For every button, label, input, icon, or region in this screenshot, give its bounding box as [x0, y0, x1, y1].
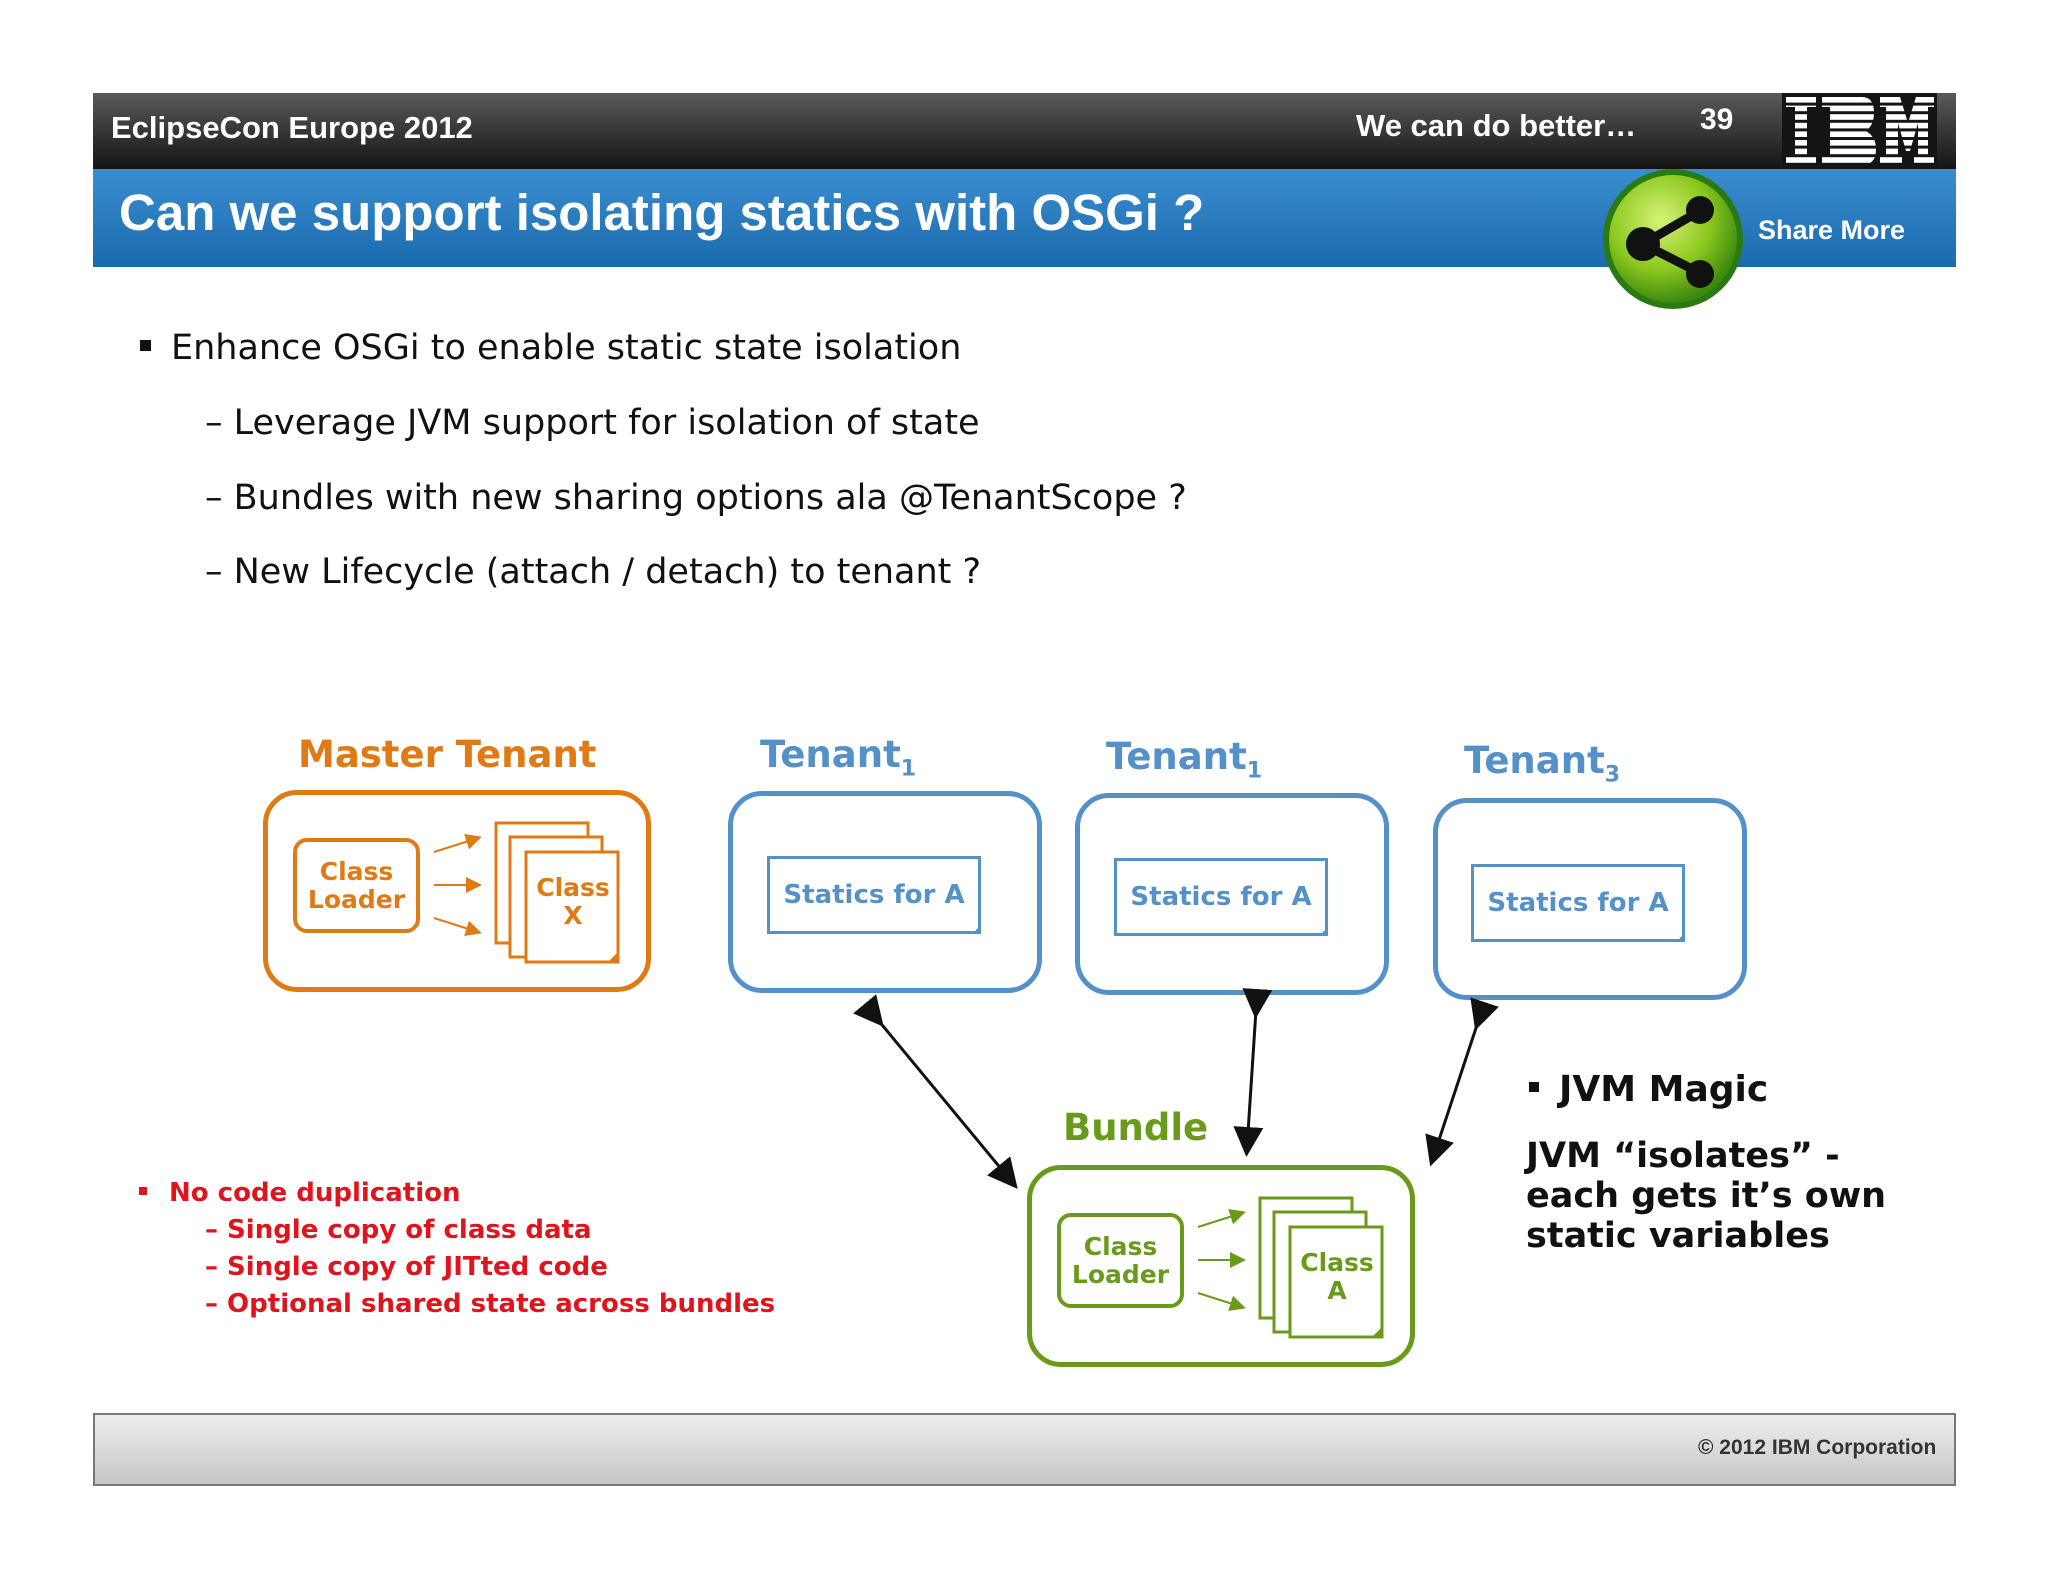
ibm-logo-stripe — [1786, 97, 1934, 103]
share-more-label[interactable]: Share More — [1758, 215, 1906, 245]
share-button[interactable] — [1598, 164, 1748, 314]
main-bullet: Enhance OSGi to enable static state isol… — [140, 328, 961, 368]
header-bar — [93, 93, 1956, 169]
ibm-logo-stripe — [1786, 114, 1934, 120]
bundle-box — [1027, 1165, 1415, 1367]
statics-box: Statics for A — [1471, 864, 1685, 942]
jvm-magic-heading-text: JVM Magic — [1559, 1069, 1769, 1110]
master-tenant-box — [263, 790, 651, 992]
tenant-label-subscript: 1 — [900, 756, 917, 782]
ibm-logo — [1782, 93, 1937, 169]
sub-bullet: – Bundles with new sharing options ala @… — [205, 478, 1187, 518]
conference-name: EclipseCon Europe 2012 — [111, 110, 473, 145]
sub-bullet: – Leverage JVM support for isolation of … — [205, 403, 980, 443]
tenant-label-subscript: 3 — [1604, 762, 1621, 788]
main-bullet-text: Enhance OSGi to enable static state isol… — [171, 328, 962, 368]
bullet-marker — [139, 1186, 147, 1195]
ibm-logo-stripe — [1786, 140, 1934, 146]
ibm-logo-stripe — [1786, 148, 1934, 155]
jvm-magic-heading: JVM Magic — [1529, 1069, 1768, 1110]
bundle-label: Bundle — [1063, 1106, 1209, 1149]
class-loader-line: Class — [319, 856, 394, 886]
ibm-logo-stripe — [1786, 157, 1934, 163]
tenant-label-subscript: 1 — [1246, 758, 1263, 784]
benefit-item: – Single copy of class data — [205, 1215, 592, 1245]
tenant-box — [1075, 793, 1389, 995]
class-loader-line: Class — [1083, 1231, 1158, 1261]
benefit-item: – Optional shared state across bundles — [205, 1289, 776, 1319]
sub-bullet: – New Lifecycle (attach / detach) to ten… — [205, 552, 982, 592]
tenant-box — [1433, 798, 1747, 1000]
tenant-label: Tenant1 — [1106, 735, 1262, 783]
section-label: We can do better… — [1356, 108, 1637, 143]
bullet-marker — [1529, 1082, 1539, 1092]
copyright: © 2012 IBM Corporation — [1698, 1436, 1937, 1459]
footer-bar — [93, 1413, 1956, 1486]
tenant-bundle-connector — [853, 994, 1018, 1189]
tenant-label: Tenant3 — [1464, 739, 1620, 787]
statics-box: Statics for A — [1114, 858, 1328, 936]
tenant-label-text: Tenant — [1464, 739, 1605, 782]
share-icon — [1626, 196, 1714, 288]
benefits-heading: No code duplication — [139, 1178, 460, 1208]
tenant-label-text: Tenant — [1106, 735, 1247, 778]
tenant-label: Tenant1 — [760, 733, 916, 781]
jvm-magic-body: JVM “isolates” - each gets it’s own stat… — [1526, 1136, 1887, 1256]
ibm-logo-stripe — [1786, 105, 1934, 112]
class-loader-line: Loader — [307, 884, 406, 914]
master-tenant-label: Master Tenant — [298, 733, 597, 776]
ibm-logo-letters — [1786, 97, 1934, 163]
page-number: 39 — [1700, 103, 1734, 136]
benefit-item: – Single copy of JITted code — [205, 1252, 608, 1282]
tenant-bundle-connector — [1425, 997, 1499, 1167]
tenant-box — [728, 791, 1042, 993]
statics-box: Statics for A — [767, 856, 981, 934]
slide-title: Can we support isolating statics with OS… — [119, 184, 1205, 241]
ibm-logo-stripe — [1786, 122, 1934, 129]
ibm-logo-stripe — [1786, 131, 1934, 137]
class-loader-line: Loader — [1071, 1259, 1170, 1289]
benefits-heading-text: No code duplication — [169, 1178, 461, 1208]
bullet-marker — [140, 339, 151, 351]
tenant-bundle-connector — [1233, 988, 1273, 1157]
tenant-label-text: Tenant — [760, 733, 901, 776]
